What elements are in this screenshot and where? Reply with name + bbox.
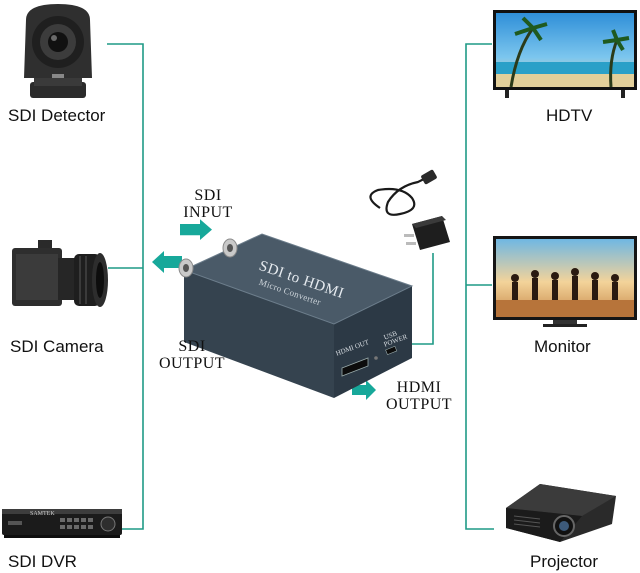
right-bracket-line: [465, 43, 494, 530]
sdi-input-arrow-icon: [180, 219, 212, 240]
projector-icon: [500, 470, 620, 550]
hdmi-output-label: HDMI OUTPUT: [376, 379, 462, 413]
ptz-camera-icon: [12, 0, 104, 102]
dvr-recorder-icon: SAMTEK: [0, 505, 124, 545]
sdi-output-label: SDI OUTPUT: [150, 338, 234, 372]
device-label-projector: Projector: [530, 552, 599, 571]
tv-icon: [493, 10, 637, 102]
box-camera-icon: [8, 236, 112, 328]
device-label-sdi-detector: SDI Detector: [8, 106, 106, 125]
sdi-input-label: SDI INPUT: [176, 187, 240, 221]
sdi-output-arrow-icon: [152, 251, 182, 273]
device-label-sdi-camera: SDI Camera: [10, 337, 104, 356]
device-label-monitor: Monitor: [534, 337, 591, 356]
monitor-icon: [493, 236, 637, 328]
hdmi-output-label-line2: OUTPUT: [385, 396, 453, 413]
converter-illustration: [150, 168, 470, 408]
left-bracket-line: [107, 43, 144, 530]
dvr-brand-text: SAMTEK: [30, 511, 55, 517]
hdmi-output-label-line1: HDMI: [396, 379, 442, 396]
sdi-input-label-line2: INPUT: [183, 204, 233, 221]
sdi-input-label-line1: SDI: [194, 187, 222, 204]
sdi-output-label-line2: OUTPUT: [158, 355, 226, 372]
usb-power-line: [406, 253, 434, 345]
device-label-sdi-dvr: SDI DVR: [8, 552, 77, 571]
device-label-hdtv: HDTV: [546, 106, 593, 125]
sdi-output-label-line1: SDI: [178, 338, 206, 355]
